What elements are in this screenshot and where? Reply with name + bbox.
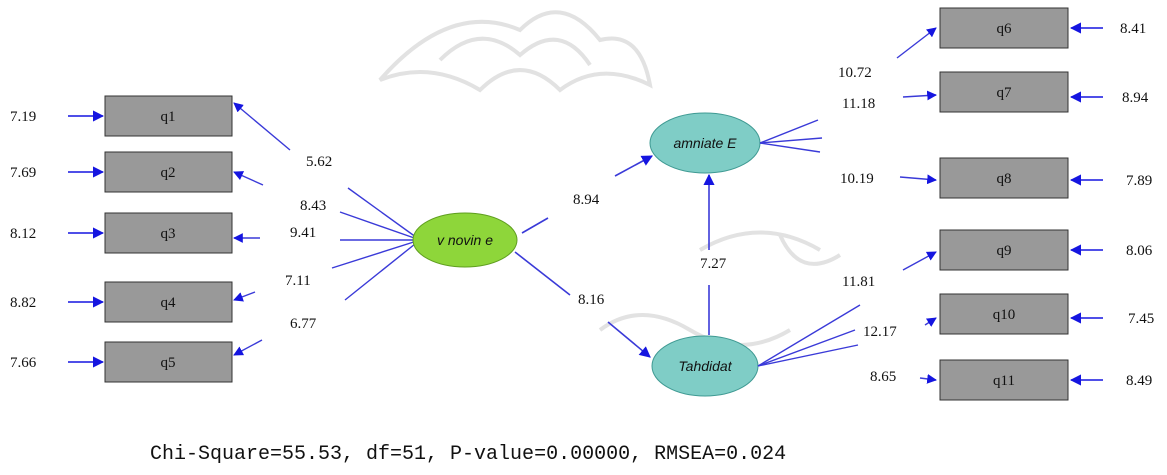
loading-value-q10: 12.17 [863,324,897,340]
indicator-box-q9 [939,229,1069,271]
indicator-label-q6: q6 [997,21,1013,37]
loading-fan-1 [347,187,421,241]
indicator-box-q10 [939,293,1069,335]
indicator-label-q9: q9 [997,243,1012,259]
indicator-label-q3: q3 [161,226,176,242]
loading-fan-a1 [759,119,819,144]
error-value-q11: 8.49 [1126,373,1152,389]
loading-line-q5 [233,339,263,356]
path-value-v-to-tahdidat: 8.16 [578,292,605,308]
right-error-terms [1069,22,1103,386]
loading-line-q10 [924,317,937,327]
watermark-emblem [378,10,842,347]
error-value-q2: 7.69 [10,165,36,181]
error-value-q8: 7.89 [1126,173,1152,189]
indicator-box-q2 [104,151,233,193]
indicator-box-q8 [939,157,1069,199]
path-value-v-to-amniate: 8.94 [573,192,600,208]
path-v-to-tahdidat-b [607,321,651,358]
path-v-stub-upper [521,217,549,234]
indicator-box-q1 [104,95,233,137]
loading-value-q11: 8.65 [870,369,896,385]
error-value-q5: 7.66 [10,355,37,371]
loading-fan-4 [331,239,421,269]
error-value-q6: 8.41 [1120,21,1146,37]
path-value-tahdidat-to-amniate: 7.27 [700,256,727,272]
left-loading-paths [233,102,421,356]
indicator-label-q4: q4 [161,295,177,311]
loading-line-q6 [896,27,937,59]
loading-fan-t2 [757,329,856,367]
error-value-q9: 8.06 [1126,243,1153,259]
loading-line-q1 [233,102,291,151]
loading-fan-5 [344,239,421,301]
left-indicators: q1 q2 q3 q4 q5 [104,95,233,383]
indicator-label-q1: q1 [161,109,176,125]
error-value-q10: 7.45 [1128,311,1154,327]
loading-fan-a3 [759,142,821,153]
structural-paths [514,155,715,358]
error-value-q7: 8.94 [1122,90,1149,106]
loading-line-q8 [899,174,937,185]
latent-v-novin-e [412,212,518,268]
loading-value-q9: 11.81 [842,274,875,290]
indicator-box-q5 [104,341,233,383]
loading-fan-t1 [757,304,861,367]
indicator-box-q3 [104,212,233,254]
indicator-label-q10: q10 [993,307,1016,323]
loading-value-q5: 6.77 [290,316,317,332]
error-value-q1: 7.19 [10,109,36,125]
indicator-label-q8: q8 [997,171,1012,187]
indicator-box-q6 [939,7,1069,49]
indicator-box-q11 [939,359,1069,401]
path-v-to-amniate [614,155,653,177]
indicator-box-q4 [104,281,233,323]
latent-label-amniate-e: amniate E [673,135,737,151]
error-value-q3: 8.12 [10,226,36,242]
loading-fan-2 [339,211,421,241]
latent-label-tahdidat: Tahdidat [678,358,732,374]
left-error-terms [68,110,105,368]
loading-value-q6: 10.72 [838,65,872,81]
loading-line-q11 [919,374,937,384]
loading-fan-t3 [757,344,859,367]
loading-line-q9 [902,251,937,271]
indicator-label-q7: q7 [997,85,1013,101]
latent-label-v-novin-e: v novin e [437,232,493,248]
loading-fan-a2 [759,137,823,144]
fit-statistics: Chi-Square=55.53, df=51, P-value=0.00000… [150,443,786,466]
loading-line-q7 [902,90,937,101]
indicator-label-q5: q5 [161,355,176,371]
loading-value-q2: 8.43 [300,198,326,214]
loading-line-q2 [233,171,264,186]
loading-value-q4: 7.11 [285,273,311,289]
path-v-to-tahdidat-a [514,251,571,296]
loading-line-q4 [233,291,256,302]
indicator-box-q7 [939,71,1069,113]
loading-value-q3: 9.41 [290,225,316,241]
indicator-label-q2: q2 [161,165,176,181]
indicator-label-q11: q11 [993,373,1015,389]
loading-value-q7: 11.18 [842,96,875,112]
error-value-q4: 8.82 [10,295,36,311]
loading-value-q1: 5.62 [306,154,332,170]
loading-value-q8: 10.19 [840,171,874,187]
right-loading-paths [757,27,937,384]
right-indicators: q6 q7 q8 q9 q10 q11 [939,7,1069,401]
